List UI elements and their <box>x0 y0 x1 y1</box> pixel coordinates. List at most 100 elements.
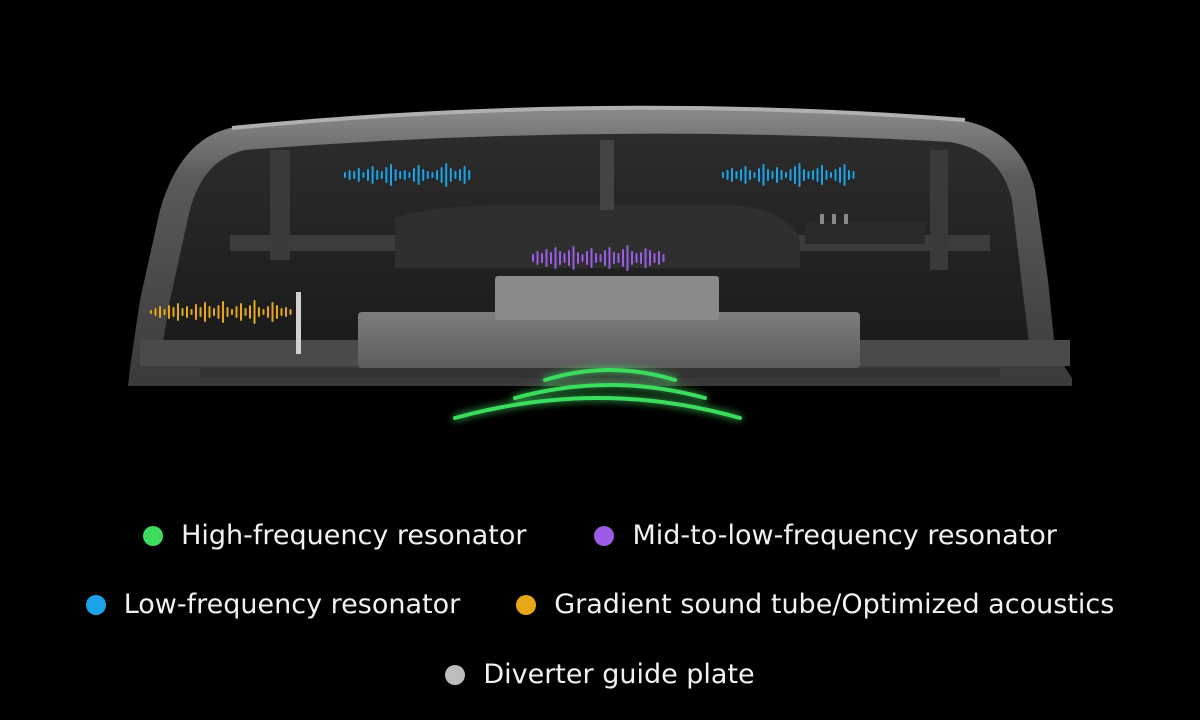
wave-bar <box>344 172 346 178</box>
wave-bar <box>586 251 588 265</box>
wave-bar <box>367 169 369 181</box>
wave-bar <box>595 253 597 263</box>
wave-bar <box>394 169 397 181</box>
green-dot-icon <box>143 526 164 546</box>
wave-bar <box>276 305 278 319</box>
wave-bar <box>577 252 579 264</box>
wave-bar <box>348 170 351 180</box>
wave-bar <box>744 166 747 184</box>
wave-bar <box>550 252 552 264</box>
wave-bar <box>408 172 411 178</box>
wave-bar <box>749 170 751 180</box>
wave-bar <box>376 170 379 180</box>
wave-bar <box>640 252 642 264</box>
wave-bar <box>653 253 656 263</box>
wave-bar <box>658 251 660 265</box>
wave-bar <box>154 308 157 316</box>
wave-bar <box>613 252 615 264</box>
wave-bar <box>204 302 206 322</box>
wave-bar <box>780 170 783 180</box>
wave-bar <box>231 309 233 315</box>
wave-bar <box>807 171 810 179</box>
wave-bar <box>554 247 557 269</box>
wave-bar <box>426 171 429 179</box>
wave-bar <box>468 170 471 180</box>
legend-item-mid-low-frequency: Mid-to-low-frequency resonator <box>594 520 1057 552</box>
wave-bar <box>541 253 543 263</box>
purple-dot-icon <box>594 526 615 546</box>
wave-bar <box>536 251 539 265</box>
wave-bar <box>662 254 665 262</box>
wave-bar <box>816 168 819 182</box>
wave-bar <box>186 306 188 318</box>
wave-bar <box>644 248 647 268</box>
legend-row-3: Diverter guide plate <box>0 659 1200 691</box>
wave-bar <box>417 165 420 185</box>
wave-bar <box>190 309 193 315</box>
wave-bar <box>240 303 242 321</box>
wave-bar <box>604 250 606 266</box>
wave-bar <box>776 167 778 183</box>
wave-bar <box>581 254 584 262</box>
wave-bar <box>735 171 738 179</box>
wave-bar <box>262 309 265 315</box>
wave-bar <box>449 168 452 182</box>
wave-bar <box>794 166 796 184</box>
gray-dot-icon <box>445 665 466 685</box>
wave-bar <box>440 167 443 183</box>
wave-bar <box>559 251 561 265</box>
legend-item-gradient-sound-tube: Gradient sound tube/Optimized acoustics <box>516 589 1114 621</box>
wave-bar <box>631 251 633 265</box>
wave-bar <box>403 170 406 180</box>
wave-bar <box>399 171 402 179</box>
wave-bar <box>258 307 260 317</box>
wave-bar <box>722 172 724 178</box>
wave-bar <box>199 307 202 317</box>
wave-bar <box>803 169 805 181</box>
wave-bar <box>830 172 832 178</box>
wave-bar <box>731 168 733 182</box>
wave-bar <box>168 305 170 319</box>
wave-bar <box>590 248 593 268</box>
wave-bar <box>626 245 629 271</box>
wave-bar <box>213 308 215 316</box>
wave-bar <box>390 164 392 186</box>
legend-label: Mid-to-low-frequency resonator <box>632 520 1057 551</box>
wave-bar <box>380 171 383 179</box>
diverter-guide-plate <box>296 292 301 354</box>
wave-bar <box>436 170 438 180</box>
resonator-block-lower <box>358 312 860 368</box>
legend-item-high-frequency: High-frequency resonator <box>143 520 526 552</box>
wave-bar <box>821 165 823 185</box>
wave-bar <box>834 169 837 181</box>
gradient-tube-wave <box>150 300 292 324</box>
wave-bar <box>726 170 729 180</box>
wave-bar <box>208 306 211 318</box>
wave-bar <box>568 250 570 266</box>
wave-bar <box>445 163 448 187</box>
wave-bar <box>385 167 388 183</box>
wave-bar <box>371 166 374 184</box>
wave-bar <box>413 168 415 182</box>
wave-bar <box>532 254 534 262</box>
wave-bar <box>649 250 651 266</box>
wave-bar <box>599 254 602 262</box>
wave-bar <box>758 168 760 182</box>
wave-bar <box>852 171 855 179</box>
wave-bar <box>572 246 575 270</box>
speaker-shell <box>128 105 1072 387</box>
wave-bar <box>150 310 152 314</box>
wave-bar <box>740 169 742 181</box>
wave-bar <box>785 172 787 178</box>
speaker-cutaway-illustration <box>128 105 1072 420</box>
wave-bar <box>812 170 814 180</box>
resonator-block-upper <box>495 276 719 320</box>
legend-row-2: Low-frequency resonator Gradient sound t… <box>0 589 1200 621</box>
wave-bar <box>357 168 360 182</box>
legend-label: Diverter guide plate <box>483 659 755 690</box>
wave-bar <box>798 163 801 187</box>
legend-label: Low-frequency resonator <box>123 589 461 620</box>
wave-bar <box>422 169 425 181</box>
wave-bar <box>753 172 756 178</box>
wave-bar <box>163 309 166 315</box>
